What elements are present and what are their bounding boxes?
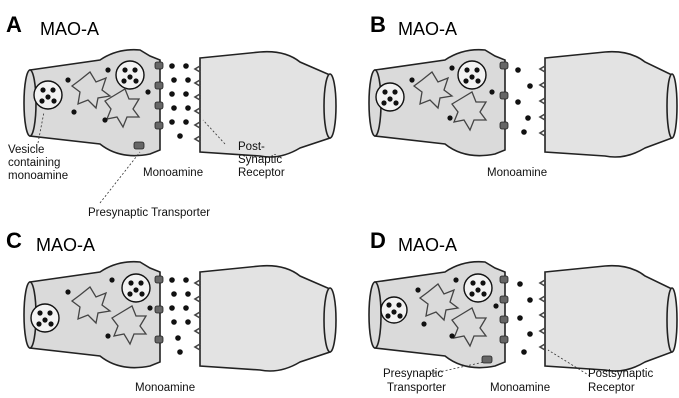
panel-b-vesicle xyxy=(376,83,404,111)
panel-d-vesicle-2 xyxy=(464,274,492,302)
panel-a-transporter-label: Presynaptic Transporter xyxy=(88,207,210,219)
panel-a-postsynaptic-terminal xyxy=(200,52,330,157)
panel-b-title: MAO-A xyxy=(398,19,457,39)
panel-d-title: MAO-A xyxy=(398,235,457,255)
panel-b-vesicle-2 xyxy=(458,61,486,89)
panel-d-receptor-label-line-2: Receptor xyxy=(588,382,635,394)
panel-d-receptor-label-line-1: Postsynaptic xyxy=(588,368,653,380)
panel-b-postsynaptic-terminal xyxy=(545,52,672,157)
panel-d-axon-end xyxy=(369,282,381,348)
panel-c-letter: C xyxy=(6,228,22,253)
panel-c-vesicle xyxy=(31,304,59,332)
panel-c-title: MAO-A xyxy=(36,235,95,255)
panel-d-dendrite-end xyxy=(667,288,677,352)
panel-a-synaptic-monoamine xyxy=(169,63,191,139)
panel-d-transporter-label-line-2: Transporter xyxy=(387,382,446,394)
panel-a-title: MAO-A xyxy=(40,19,99,39)
panel-a-vesicle xyxy=(34,81,62,109)
panel-a-letter: A xyxy=(6,12,22,37)
panel-d-letter: D xyxy=(370,228,386,253)
panel-c: C MAO-A xyxy=(6,228,336,394)
panel-a-vesicle-label-line-3: monoamine xyxy=(8,170,68,182)
panel-b: B MAO-A xyxy=(369,12,677,179)
panel-a-vesicle-2 xyxy=(116,61,144,89)
panel-a: A MAO-A xyxy=(6,12,336,219)
panel-a-receptor-label-line-2: Synaptic xyxy=(238,154,282,166)
panel-c-vesicle-2 xyxy=(122,274,150,302)
panel-a-dendrite-end xyxy=(324,74,336,138)
panel-a-receptor-label-line-1: Post- xyxy=(238,141,265,153)
panel-d-postsynaptic-terminal xyxy=(545,266,672,371)
panel-b-dendrite-end xyxy=(667,74,677,138)
panel-d-monoamine-label: Monoamine xyxy=(490,382,550,394)
panel-d-vesicle xyxy=(381,297,407,323)
panel-b-letter: B xyxy=(370,12,386,37)
panel-c-postsynaptic-terminal xyxy=(200,266,330,371)
panel-a-receptor-label-line-3: Receptor xyxy=(238,167,285,179)
panel-c-dendrite-end xyxy=(324,288,336,352)
panel-a-vesicle-label-line-1: Vesicle xyxy=(8,144,44,156)
panel-a-axon-end xyxy=(24,70,36,136)
panel-d-transporter-label-line-1: Presynaptic xyxy=(383,368,443,380)
panel-a-monoamine-label: Monoamine xyxy=(143,167,203,179)
panel-a-vesicle-label-line-2: containing xyxy=(8,157,60,169)
panel-c-synaptic-monoamine xyxy=(169,277,191,355)
panel-b-synaptic-monoamine xyxy=(515,67,533,135)
panel-b-monoamine-label: Monoamine xyxy=(487,167,547,179)
panel-c-monoamine-label: Monoamine xyxy=(135,382,195,394)
panel-d-synaptic-monoamine xyxy=(517,281,533,355)
panel-d: D MAO-A xyxy=(369,228,677,394)
